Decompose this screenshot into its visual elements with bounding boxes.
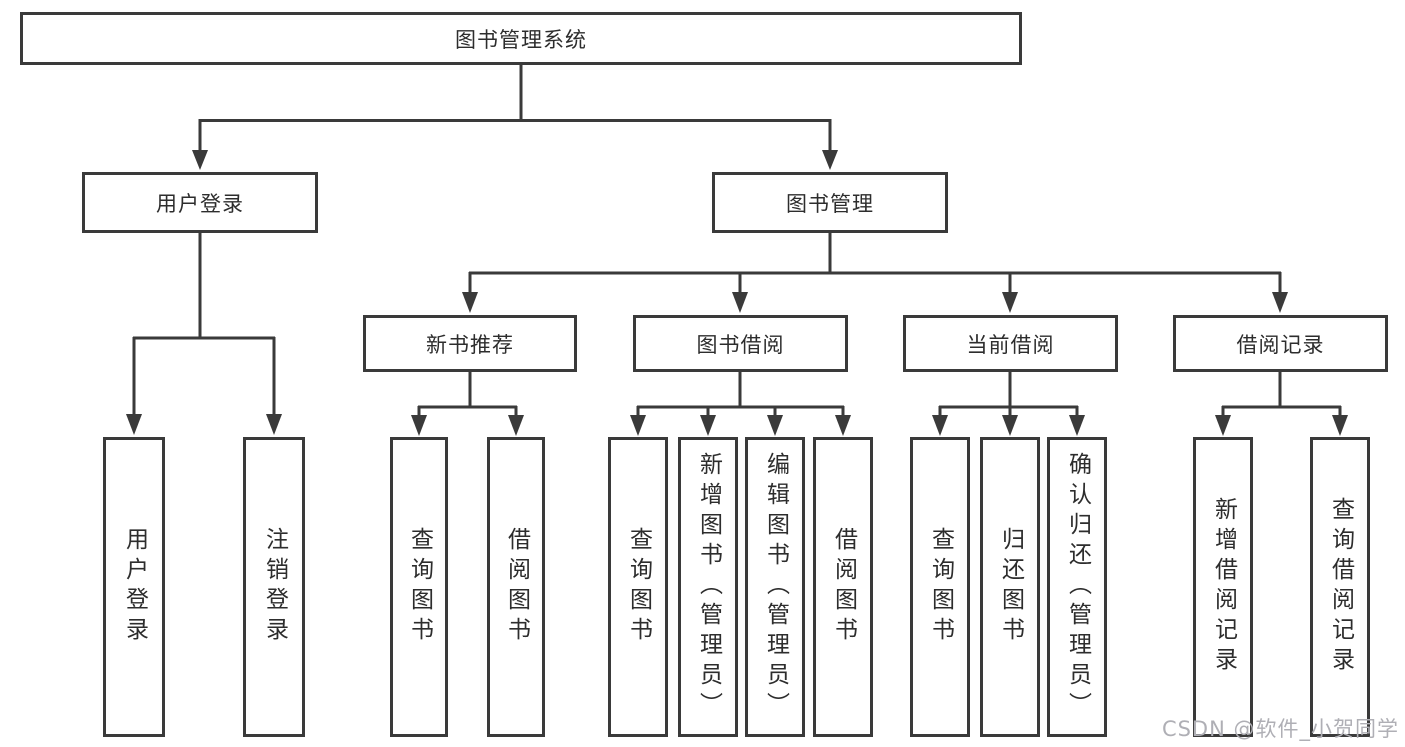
leaf-edit-books-admin: 编辑图书（管理员） bbox=[745, 437, 805, 737]
leaf-logout-login: 注销登录 bbox=[243, 437, 305, 737]
node-current-borrow: 当前借阅 bbox=[903, 315, 1118, 372]
node-label: 图书借阅 bbox=[696, 332, 785, 357]
leaf-borrow-books-recommend: 借阅图书 bbox=[487, 437, 545, 737]
leaf-user-login: 用户登录 bbox=[103, 437, 165, 737]
node-user-login: 用户登录 bbox=[82, 172, 318, 233]
node-new-book-recommend: 新书推荐 bbox=[363, 315, 577, 372]
node-book-borrow: 图书借阅 bbox=[633, 315, 848, 372]
node-label: 图书管理 bbox=[786, 191, 874, 216]
node-label: 查询借阅记录 bbox=[1327, 497, 1354, 677]
node-label: 新书推荐 bbox=[426, 332, 514, 357]
node-label: 编辑图书（管理员） bbox=[762, 452, 789, 722]
leaf-query-books-recommend: 查询图书 bbox=[390, 437, 448, 737]
node-book-management: 图书管理 bbox=[712, 172, 948, 233]
leaf-query-books-borrow: 查询图书 bbox=[608, 437, 668, 737]
node-library-management-system: 图书管理系统 bbox=[20, 12, 1022, 65]
node-label: 注销登录 bbox=[261, 527, 288, 647]
node-label: 当前借阅 bbox=[966, 332, 1055, 357]
leaf-add-borrow-record: 新增借阅记录 bbox=[1193, 437, 1253, 737]
leaf-return-books: 归还图书 bbox=[980, 437, 1040, 737]
node-label: 确认归还（管理员） bbox=[1064, 452, 1091, 722]
node-label: 归还图书 bbox=[997, 527, 1024, 647]
leaf-borrow-books: 借阅图书 bbox=[813, 437, 873, 737]
node-label: 查询图书 bbox=[625, 527, 652, 647]
node-label: 用户登录 bbox=[156, 191, 244, 216]
csdn-watermark: CSDN @软件_小贺同学 bbox=[1161, 717, 1399, 741]
node-borrow-records: 借阅记录 bbox=[1173, 315, 1388, 372]
node-label: 新增图书（管理员） bbox=[695, 452, 722, 722]
leaf-confirm-return-admin: 确认归还（管理员） bbox=[1047, 437, 1107, 737]
node-label: 新增借阅记录 bbox=[1210, 497, 1237, 677]
node-label: 借阅图书 bbox=[830, 527, 857, 647]
leaf-query-books-current: 查询图书 bbox=[910, 437, 970, 737]
node-label: 图书管理系统 bbox=[455, 27, 587, 52]
node-label: 借阅记录 bbox=[1236, 332, 1325, 357]
node-label: 查询图书 bbox=[927, 527, 954, 647]
leaf-query-borrow-record: 查询借阅记录 bbox=[1310, 437, 1370, 737]
node-label: 查询图书 bbox=[406, 527, 433, 647]
leaf-add-books-admin: 新增图书（管理员） bbox=[678, 437, 738, 737]
node-label: 借阅图书 bbox=[503, 527, 530, 647]
node-label: 用户登录 bbox=[121, 527, 148, 647]
